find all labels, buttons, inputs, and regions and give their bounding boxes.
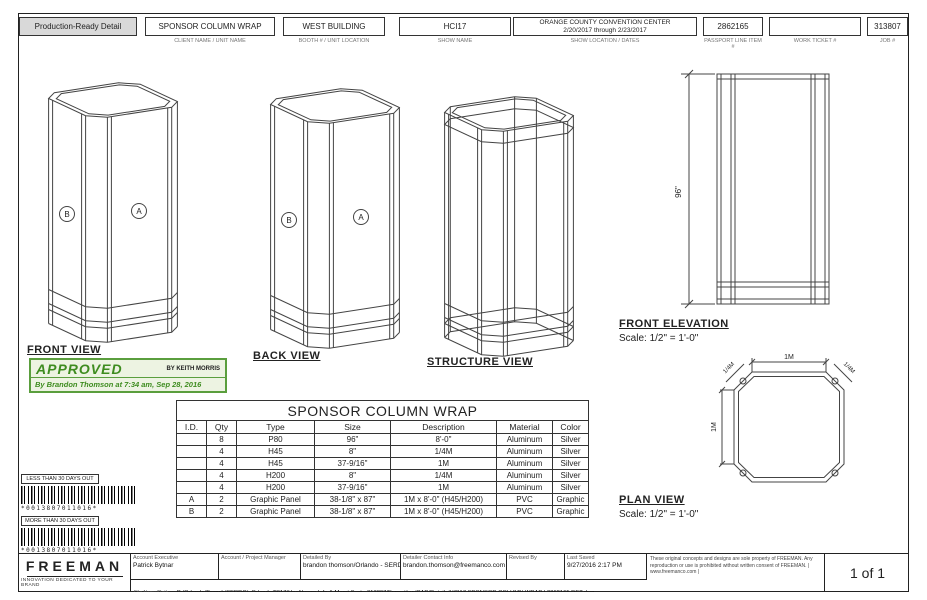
freeman-logo: FREEMAN INNOVATION DEDICATED TO YOUR BRA… (19, 554, 131, 592)
barcode-number: *0013807011016* (21, 547, 98, 554)
last-saved-field: Last Saved 9/27/2016 2:17 PM (565, 554, 647, 579)
work-ticket-box (769, 17, 861, 36)
front-elevation-title: FRONT ELEVATION (619, 318, 729, 330)
show-name-box: HCI17 (399, 17, 511, 36)
page-indicator: 1 of 1 (849, 565, 886, 581)
approval-stamp: APPROVED BY KEITH MORRIS By Brandon Thom… (29, 358, 227, 393)
barcode-caption: MORE THAN 30 DAYS OUT (21, 516, 99, 526)
detailed-by-field: Detailed By brandon thomson/Orlando - SE… (301, 554, 401, 579)
col-header: I.D. (176, 420, 207, 434)
approved-text: APPROVED (36, 361, 123, 377)
structure-view-title: STRUCTURE VIEW (427, 356, 533, 368)
col-header: Size (314, 420, 391, 434)
col-header: Color (551, 420, 590, 434)
panel-a-callout: A (136, 207, 142, 216)
show-name-caption: SHOW NAME (437, 38, 473, 44)
file-path-caption: File Name/Path (134, 590, 168, 592)
production-ready-label: Production-Ready Detail (19, 17, 137, 36)
title-block-footer: FREEMAN INNOVATION DEDICATED TO YOUR BRA… (19, 553, 908, 592)
plan-view-drawing: 1M 1M 1/4M 1/4M (711, 354, 856, 483)
show-location-box: ORANGE COUNTY CONVENTION CENTER 2/20/201… (513, 17, 697, 36)
work-ticket-caption: WORK TICKET # (793, 38, 837, 44)
project-manager-field: Account / Project Manager (219, 554, 301, 579)
show-location-line2: 2/20/2017 through 2/23/2017 (563, 26, 647, 34)
front-elevation-drawing: 96" (674, 69, 830, 309)
structure-view-drawing (443, 96, 575, 357)
brand-tagline: INNOVATION DEDICATED TO YOUR BRAND (21, 578, 113, 588)
plan-dim-chamfer-left: 1/4M (722, 361, 736, 375)
barcode (21, 528, 137, 546)
detailer-contact-field: Detailer Contact Info brandon.thomson@fr… (401, 554, 507, 579)
parts-table-header-row: I.D. Qty Type Size Description Material … (176, 420, 590, 434)
col-header: Qty (206, 420, 237, 434)
passport-line-item-box: 2862165 (703, 17, 763, 36)
barcode-unit-more-than-30: MORE THAN 30 DAYS OUT *0013807011016* (21, 516, 141, 554)
panel-b-callout: B (64, 210, 69, 219)
job-number-box: 313807 (867, 17, 908, 36)
panel-b-callout: B (286, 216, 291, 225)
col-header: Type (236, 420, 315, 434)
back-view-drawing: B A (269, 88, 401, 349)
brand-name: FREEMAN (25, 558, 124, 574)
front-view-title: FRONT VIEW (27, 344, 102, 356)
parts-table-title: SPONSOR COLUMN WRAP (175, 400, 590, 421)
show-location-line1: ORANGE COUNTY CONVENTION CENTER (539, 19, 671, 27)
height-dimension: 96" (674, 186, 683, 198)
approved-by-text: BY KEITH MORRIS (166, 366, 220, 372)
passport-caption: PASSPORT LINE ITEM # (704, 38, 762, 50)
plan-dim-chamfer-right: 1/4M (842, 361, 856, 375)
col-header: Material (496, 420, 553, 434)
approval-note: By Brandon Thomson at 7:34 am, Sep 28, 2… (31, 377, 225, 391)
panel-a-callout: A (358, 213, 364, 222)
plan-dim-top: 1M (784, 354, 794, 361)
booth-caption: BOOTH # / UNIT LOCATION (298, 38, 370, 44)
account-executive-field: Account Executive Patrick Bytnar (131, 554, 219, 579)
barcode-number: *0013807011016* (21, 505, 98, 512)
client-name-caption: CLIENT NAME / UNIT NAME (174, 38, 246, 44)
legal-notice: These original concepts and designs are … (647, 554, 825, 592)
drawing-sheet: Production-Ready Detail SPONSOR COLUMN W… (18, 13, 909, 592)
booth-box: WEST BUILDING (283, 17, 385, 36)
show-location-caption: SHOW LOCATION / DATES (570, 38, 640, 44)
plan-view-scale: Scale: 1/2" = 1'-0" (619, 509, 699, 520)
parts-table: SPONSOR COLUMN WRAP I.D. Qty Type Size D… (175, 400, 590, 518)
revised-by-field: Revised By (507, 554, 565, 579)
barcode-caption: LESS THAN 30 DAYS OUT (21, 474, 99, 484)
brand-rule (26, 576, 123, 577)
file-path-row: File Name/Path P:/Orlando/Branch/SERDC/_… (131, 579, 647, 592)
barcode-section: LESS THAN 30 DAYS OUT *0013807011016* MO… (21, 474, 141, 558)
job-number-caption: JOB # (879, 38, 896, 44)
barcode (21, 486, 137, 504)
plan-view-title: PLAN VIEW (619, 494, 685, 506)
file-path-value: P:/Orlando/Branch/SERDC/_Orlando/2017/He… (177, 590, 594, 592)
col-header: Description (390, 420, 497, 434)
plan-dim-left: 1M (711, 422, 718, 432)
front-elevation-scale: Scale: 1/2" = 1'-0" (619, 333, 699, 344)
front-view-drawing: B A (47, 82, 179, 343)
client-name-box: SPONSOR COLUMN WRAP (145, 17, 275, 36)
back-view-title: BACK VIEW (253, 350, 321, 362)
barcode-unit-less-than-30: LESS THAN 30 DAYS OUT *0013807011016* (21, 474, 141, 512)
